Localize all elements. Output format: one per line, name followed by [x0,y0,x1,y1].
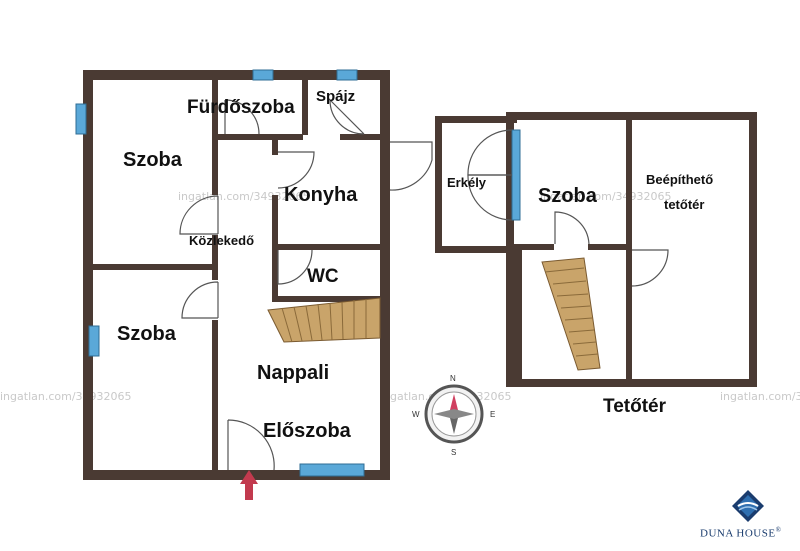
room-label-beepitheto-2: tetőtér [664,197,704,212]
doors [179,99,433,471]
compass-icon: N S W E [412,374,495,457]
room-label-wc: WC [307,266,339,287]
brand-name: DUNA HOUSE [700,527,776,540]
brand-mark: ® [775,526,782,534]
stairs-attic [541,257,601,371]
window-left-top [75,103,87,135]
attic-walls [435,112,757,387]
watermark-2: ingatlan.com/34932065 [0,390,132,403]
entrance-arrow-icon [240,470,258,500]
window-top-right [336,69,358,81]
window-top-left [252,69,274,81]
room-label-szoba-bottom: Szoba [117,323,177,345]
ground-floor: Fürdőszoba Spájz Szoba Konyha Közlekedő … [75,69,433,500]
room-label-nappali: Nappali [257,362,329,384]
room-label-kozlekedo: Közlekedő [189,233,254,248]
attic-floor: Erkély Szoba Beépíthető tetőtér Tetőtér [435,112,757,417]
interior-walls [93,80,380,470]
attic-doors [467,129,669,287]
room-label-konyha: Konyha [284,184,358,206]
windows [75,69,365,477]
watermarks: ingatlan.com/34932065 ingatlan.com/34932… [0,190,800,403]
compass-s: S [451,448,456,457]
watermark-5: ingatlan.com/34932065 [720,390,800,403]
duna-house-logo [732,490,764,522]
floor-title-tetoter: Tetőtér [603,396,667,417]
window-left-bottom [88,325,100,357]
window-balcony [511,129,521,221]
watermark-4: ingatlan.com/34932065 [540,190,672,203]
window-bottom [299,463,365,477]
compass-w: W [412,410,420,419]
room-label-spajz: Spájz [316,88,355,105]
duna-house-brand-text: DUNA HOUSE® [700,526,781,540]
room-label-furdoszoba: Fürdőszoba [187,97,295,118]
outer-walls [83,70,390,480]
compass-n: N [450,374,456,383]
room-label-eloszoba: Előszoba [263,420,352,442]
room-label-beepitheto-1: Beépíthető [646,172,713,187]
compass-e: E [490,410,495,419]
room-label-szoba-top: Szoba [123,149,183,171]
stairs-ground [267,297,381,343]
room-label-szoba-attic: Szoba [538,185,598,207]
room-label-erkely: Erkély [447,175,487,190]
